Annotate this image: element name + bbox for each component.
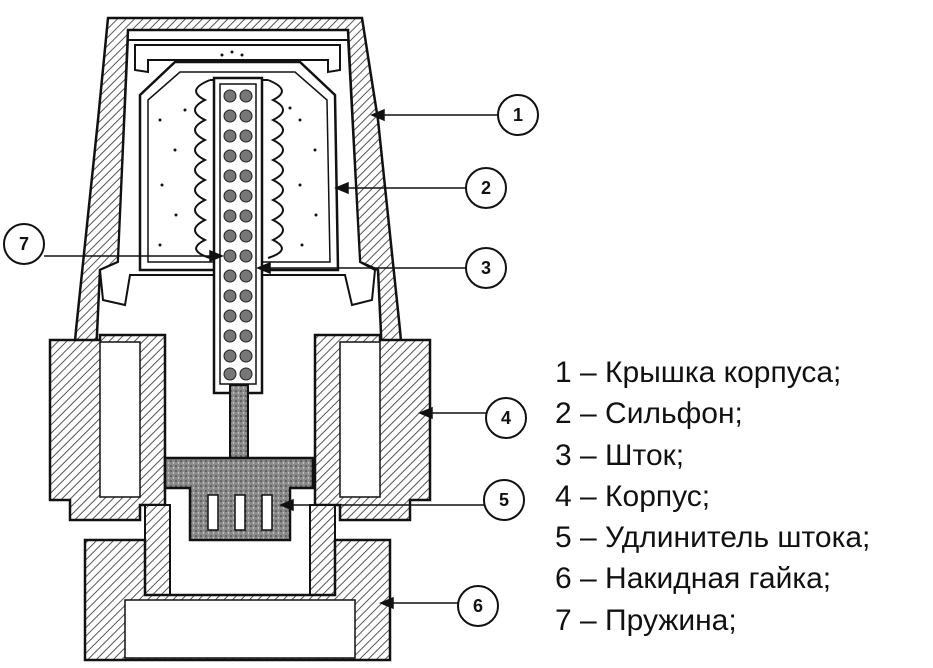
inner-wall-left (144, 504, 171, 596)
arrow-1 (370, 108, 385, 122)
spring-coils (223, 89, 253, 381)
callout-6-label: 6 (473, 596, 483, 616)
callout-5-circle (483, 479, 525, 521)
bellows-left-fold (194, 79, 211, 259)
callout-3-label: 3 (481, 258, 491, 278)
legend-item: 3 – Шток; (555, 438, 685, 472)
legend-item: 7 – Пружина; (555, 603, 737, 637)
stem-neck (229, 384, 249, 461)
callout-2-label: 2 (481, 178, 491, 198)
cap-top-notch (134, 44, 341, 74)
bellows-chamber-inner (147, 71, 331, 263)
callout-2-circle (465, 167, 507, 209)
arrow-3 (256, 261, 271, 275)
legend-item: 6 – Накидная гайка; (555, 562, 832, 596)
arrow-5 (279, 498, 294, 512)
filler-dots (158, 50, 318, 247)
inner-wall-right (309, 504, 336, 596)
arrow-7 (209, 249, 224, 263)
callout-4-circle (485, 397, 527, 439)
body-right-window (339, 341, 381, 498)
extender-slot-mid (234, 494, 246, 531)
legend-item: 2 – Сильфон; (555, 397, 743, 431)
bellows-right-fold (267, 79, 284, 259)
callout-7-circle (3, 223, 45, 265)
extender-slot-left (207, 494, 219, 531)
callout-5-label: 5 (499, 490, 509, 510)
extender-slot-right (261, 494, 273, 531)
callout-4-label: 4 (501, 408, 511, 428)
callout-3-circle (465, 247, 507, 289)
callout-1-circle (497, 94, 539, 136)
callout-1-label: 1 (513, 105, 523, 125)
callout-7-label: 7 (19, 234, 29, 254)
arrow-2 (334, 181, 349, 195)
body-left-window (99, 341, 141, 498)
legend: 1 – Крышка корпуса; 2 – Сильфон; 3 – Што… (555, 352, 870, 641)
arrow-4 (418, 406, 433, 420)
union-nut-bore (124, 599, 356, 659)
legend-item: 1 – Крышка корпуса; (555, 356, 842, 389)
callout-6-circle (457, 585, 499, 627)
legend-item: 4 – Корпус; (555, 479, 711, 513)
arrow-6 (379, 596, 394, 610)
legend-item: 5 – Удлинитель штока; (555, 521, 871, 555)
